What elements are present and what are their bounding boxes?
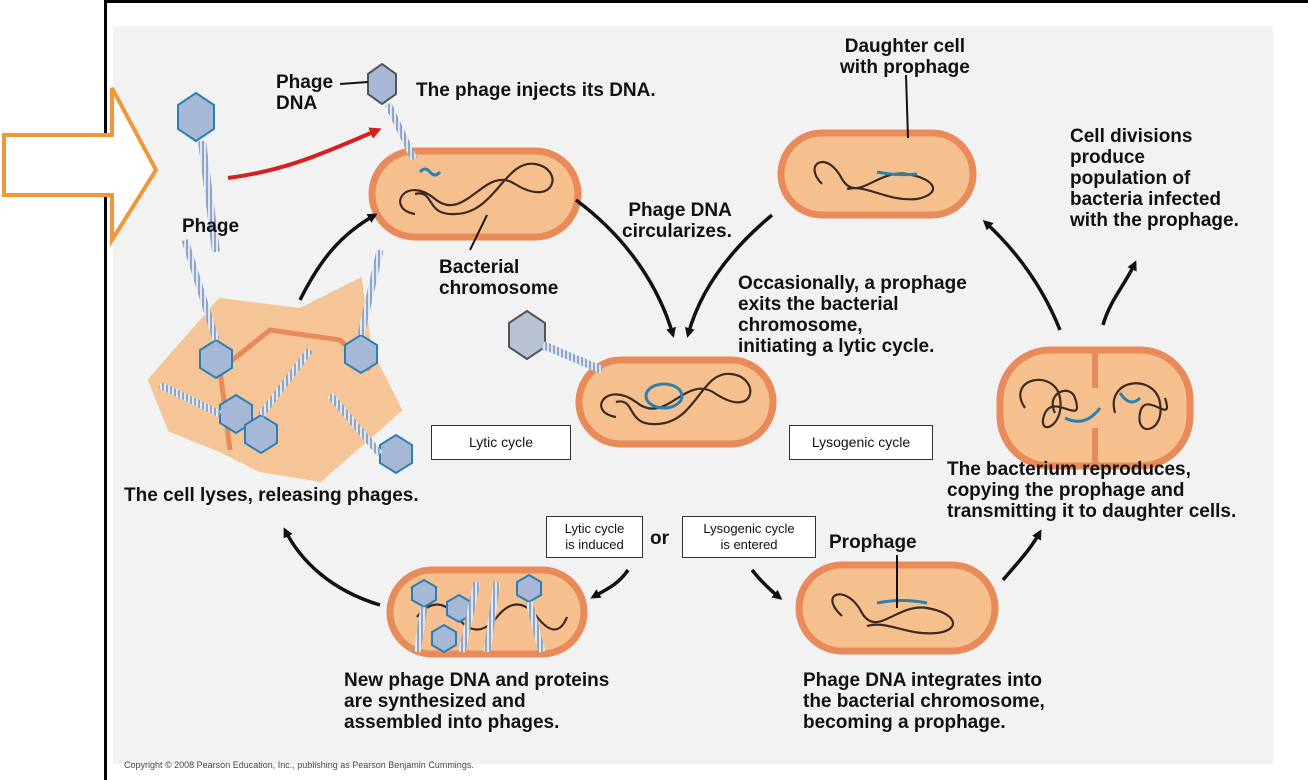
label-integrates: Phage DNA integrates into the bacterial … xyxy=(803,670,1045,733)
label-phage-injects: The phage injects its DNA. xyxy=(416,80,656,101)
label-or: or xyxy=(650,528,669,549)
lysogenic-entered-box: Lysogenic cycle is entered xyxy=(682,516,816,558)
copyright-notice: Copyright © 2008 Pearson Education, Inc.… xyxy=(124,760,474,770)
lysogenic-cycle-box: Lysogenic cycle xyxy=(789,425,933,460)
bacterium-synthesis xyxy=(390,570,584,654)
label-bacterial-chromosome: Bacterial chromosome xyxy=(439,257,558,299)
daughter-cell xyxy=(781,133,973,215)
label-phage-dna: Phage DNA xyxy=(276,72,333,114)
label-cell-lyses: The cell lyses, releasing phages. xyxy=(124,485,419,506)
lytic-induced-box: Lytic cycle is induced xyxy=(546,516,643,558)
lytic-cycle-box: Lytic cycle xyxy=(431,425,571,460)
label-occasionally: Occasionally, a prophage exits the bacte… xyxy=(738,273,967,357)
bacterium-top xyxy=(372,151,578,237)
label-new-phage: New phage DNA and proteins are synthesiz… xyxy=(344,670,609,733)
dividing-bacterium xyxy=(1000,350,1190,466)
label-bacterium-reproduces: The bacterium reproduces, copying the pr… xyxy=(947,459,1236,522)
label-circularizes: Phage DNA circularizes. xyxy=(622,200,732,242)
label-daughter-cell: Daughter cell with prophage xyxy=(840,36,970,78)
label-phage: Phage xyxy=(182,216,239,237)
label-cell-divisions: Cell divisions produce population of bac… xyxy=(1070,126,1239,231)
label-prophage: Prophage xyxy=(829,532,917,553)
bacterium-center xyxy=(579,360,773,444)
